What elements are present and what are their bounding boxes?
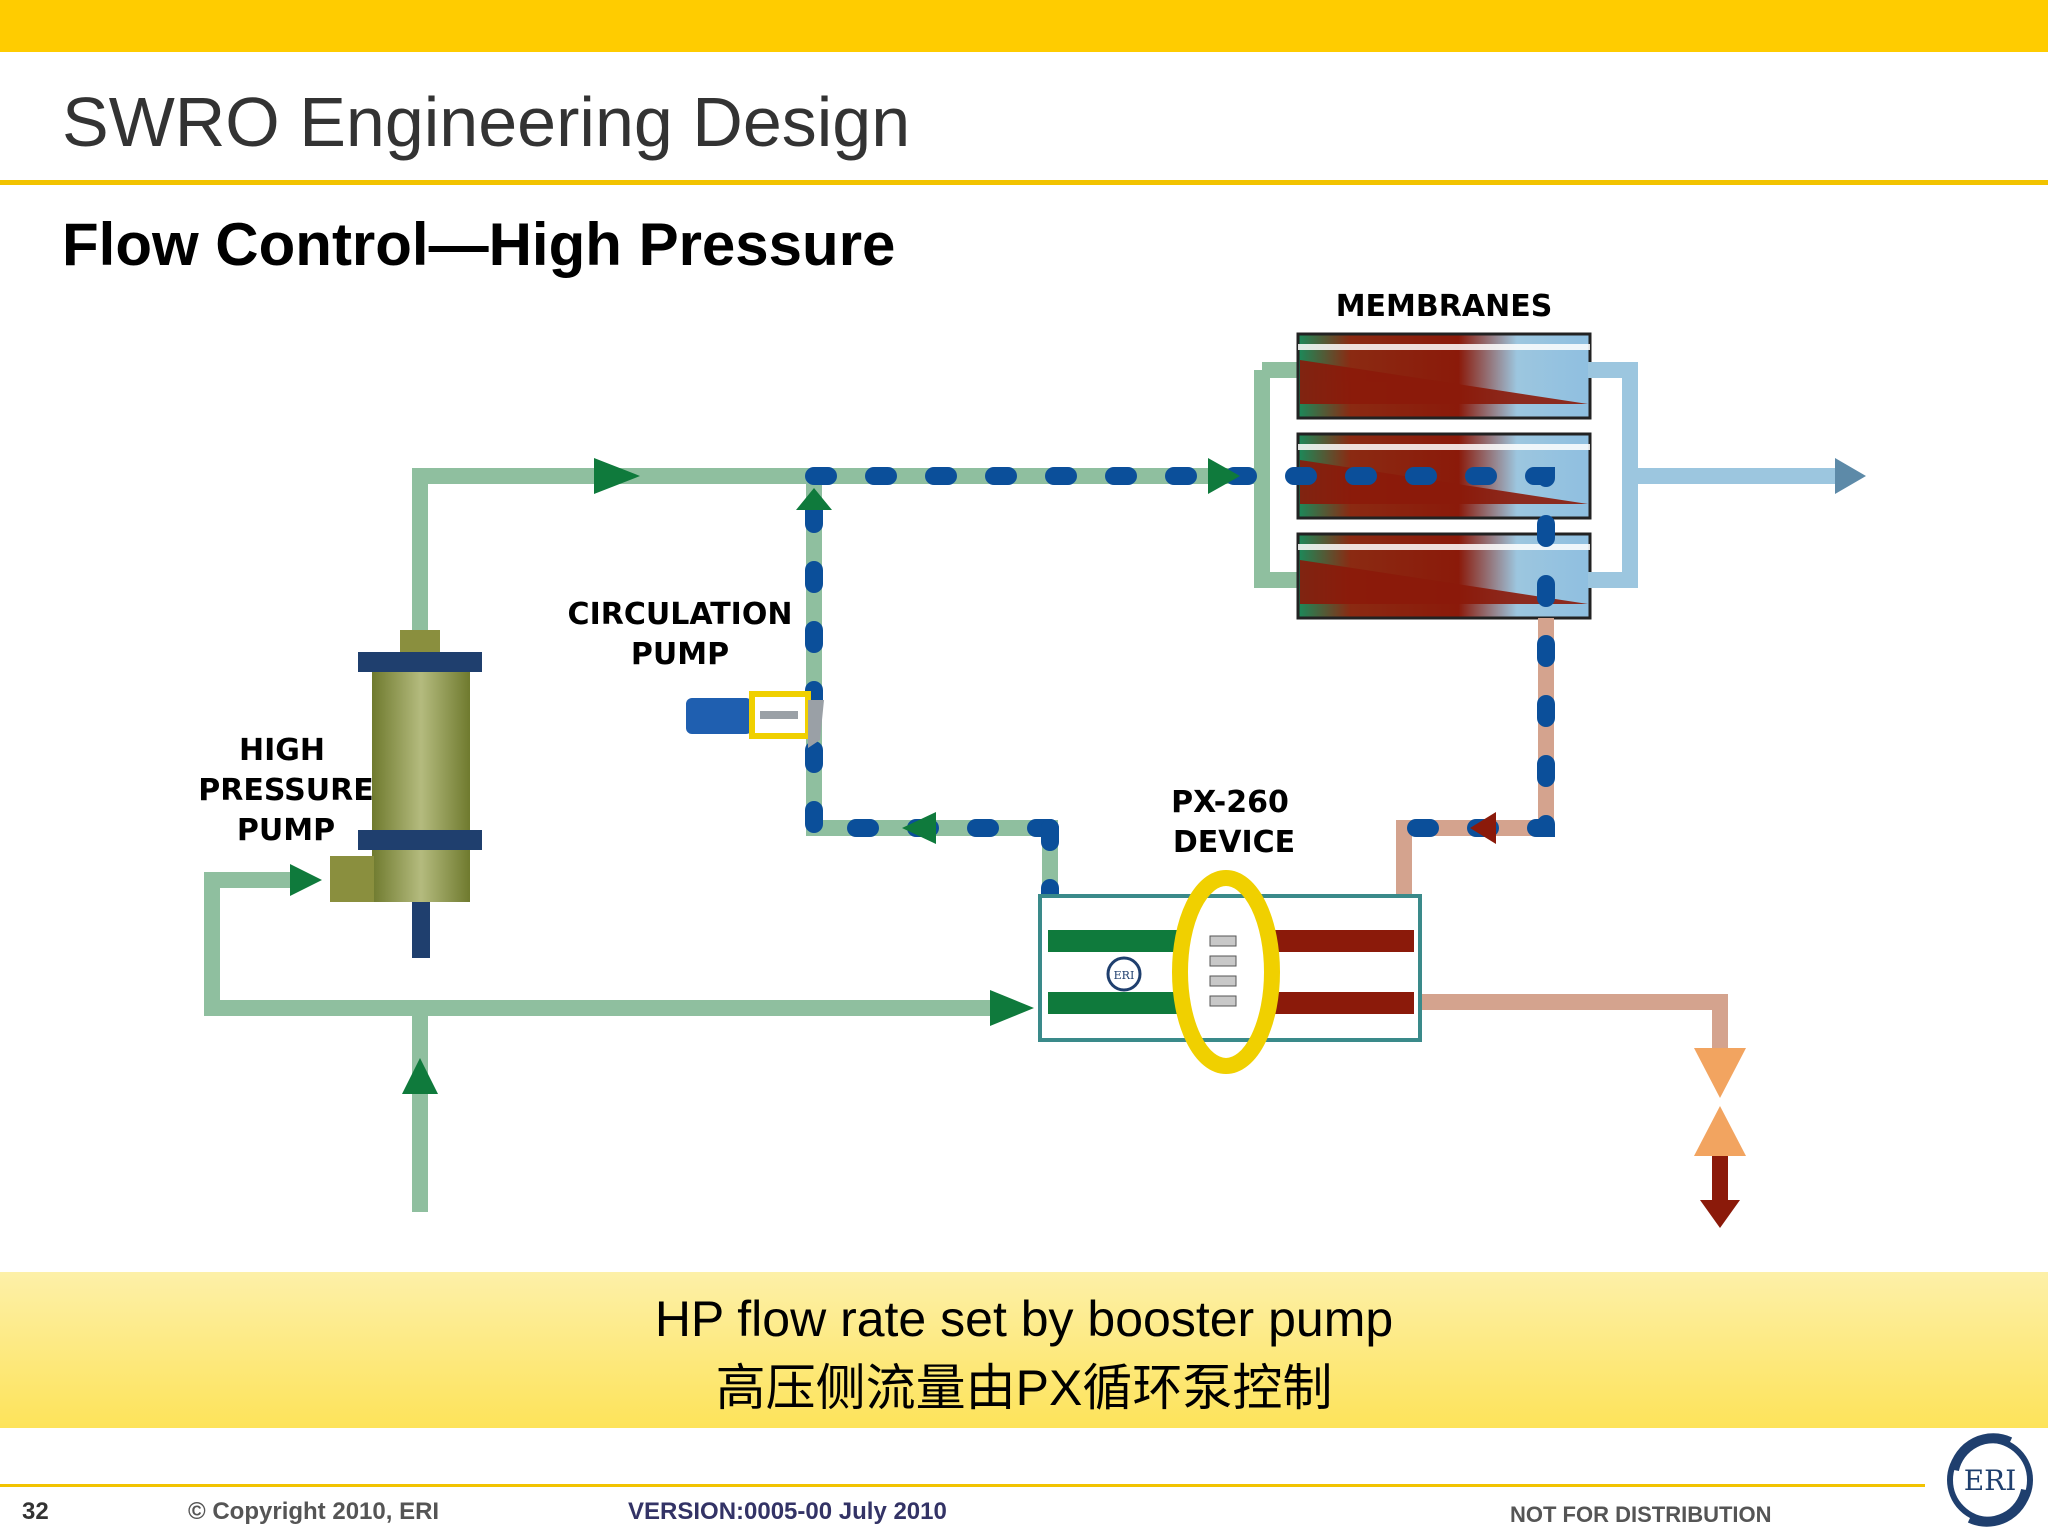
circulation-pump-icon xyxy=(686,691,824,748)
footer-divider xyxy=(0,1484,1925,1487)
px-logo-text: ERI xyxy=(1114,969,1135,982)
key-message-banner: HP flow rate set by booster pump 高压侧流量由P… xyxy=(0,1272,2048,1428)
page-subtitle: Flow Control—High Pressure xyxy=(62,211,896,278)
arrow-hp-discharge xyxy=(594,458,640,494)
arrow-hp-inlet xyxy=(290,864,322,896)
hp-discharge-pipe xyxy=(412,468,1258,640)
flow-arrows xyxy=(290,458,1240,1094)
page-number: 32 xyxy=(22,1498,49,1525)
distribution-notice: NOT FOR DISTRIBUTION xyxy=(1510,1502,1772,1527)
title-divider xyxy=(0,180,2048,185)
circulation-pump-label-line1: CIRCULATION xyxy=(568,597,793,632)
page-title: SWRO Engineering Design xyxy=(62,83,911,161)
hp-pump-label-line3: PUMP xyxy=(237,813,335,848)
arrow-brine-return xyxy=(1470,812,1496,844)
arrow-seawater-up xyxy=(402,1058,438,1094)
arrow-circulation-up xyxy=(796,488,832,510)
permeate-outlet-arrow xyxy=(1835,458,1866,494)
lp-feed-pipe xyxy=(204,872,1005,1016)
banner-english: HP flow rate set by booster pump xyxy=(654,1291,1394,1347)
eri-logo-icon: ERI xyxy=(1947,1433,2033,1527)
px-device-label-line1: PX-260 xyxy=(1171,785,1289,820)
membranes-label: MEMBRANES xyxy=(1336,289,1553,324)
permeate-pipes xyxy=(1588,362,1840,588)
circulation-pump-label-line2: PUMP xyxy=(631,637,729,672)
brine-valve-icon xyxy=(1694,1048,1746,1228)
arrow-circulation-return xyxy=(902,812,936,844)
top-accent-bar xyxy=(0,0,2048,52)
hp-pump-label-line1: HIGH xyxy=(239,733,325,768)
copyright-text: © Copyright 2010, ERI xyxy=(188,1498,440,1525)
lp-brine-discharge-pipe xyxy=(1418,994,1728,1060)
px-260-device-icon: ERI xyxy=(1038,870,1422,1074)
high-pressure-pump-icon xyxy=(330,630,482,958)
hp-pump-label-line2: PRESSURE xyxy=(198,773,373,808)
brine-return-pipe xyxy=(1396,618,1554,896)
brine-pipes xyxy=(1396,618,1728,1060)
arrow-lp-feed xyxy=(990,990,1034,1026)
membrane-manifold-left xyxy=(1254,362,1300,588)
eri-logo-text: ERI xyxy=(1964,1464,2017,1497)
arrow-membrane-feed xyxy=(1208,458,1240,494)
banner-chinese: 高压侧流量由PX循环泵控制 xyxy=(715,1360,1333,1416)
version-text: VERSION:0005-00 July 2010 xyxy=(628,1498,947,1525)
px-device-label-line2: DEVICE xyxy=(1173,825,1295,860)
